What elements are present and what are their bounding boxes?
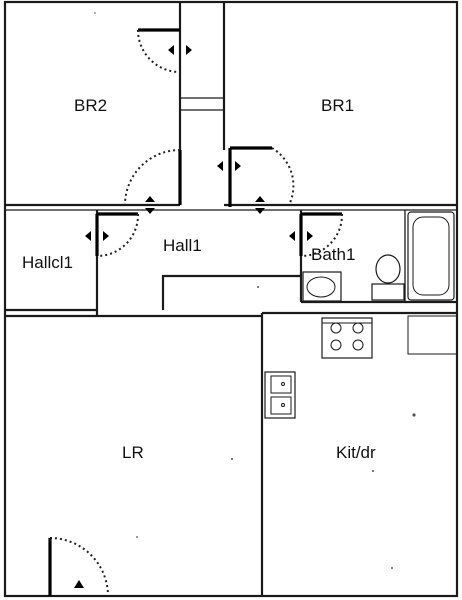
room-label-kitdr: Kit/dr <box>336 443 376 462</box>
double-arrow-icon <box>85 231 109 241</box>
corridor-shelf-wall <box>180 97 224 111</box>
toilet-icon <box>371 254 405 301</box>
door-br2-hall <box>124 149 182 214</box>
sink-icon <box>302 271 342 302</box>
door-br2-top <box>137 28 192 73</box>
sink-icon <box>264 371 296 419</box>
walls <box>3 0 459 598</box>
double-arrow-icon <box>217 161 241 171</box>
door-hallcl1 <box>85 212 140 257</box>
bathtub-icon <box>407 211 455 301</box>
door-br1-hall <box>217 146 295 214</box>
room-labels: BR2 BR1 Hallcl1 Hall1 Bath1 LR Kit/dr <box>22 96 376 462</box>
double-arrow-icon <box>168 45 192 55</box>
room-label-hallcl1: Hallcl1 <box>22 253 73 272</box>
arrow-up-icon <box>74 580 84 588</box>
hall-notch-wall <box>161 274 301 310</box>
room-label-bath1: Bath1 <box>311 245 355 264</box>
door-lr-entry <box>48 537 109 597</box>
double-arrow-icon <box>255 196 265 214</box>
outer-wall <box>3 0 459 598</box>
doors <box>48 28 344 597</box>
counter <box>407 315 458 355</box>
double-arrow-icon <box>145 196 155 214</box>
stove-icon <box>321 317 373 359</box>
double-arrow-icon <box>289 231 313 241</box>
room-label-lr: LR <box>122 443 144 462</box>
door-bath1 <box>289 212 344 257</box>
room-label-br2: BR2 <box>74 96 107 115</box>
scan-specks <box>94 12 416 569</box>
fixtures <box>264 211 458 419</box>
room-label-br1: BR1 <box>321 96 354 115</box>
room-label-hall1: Hall1 <box>163 236 202 255</box>
